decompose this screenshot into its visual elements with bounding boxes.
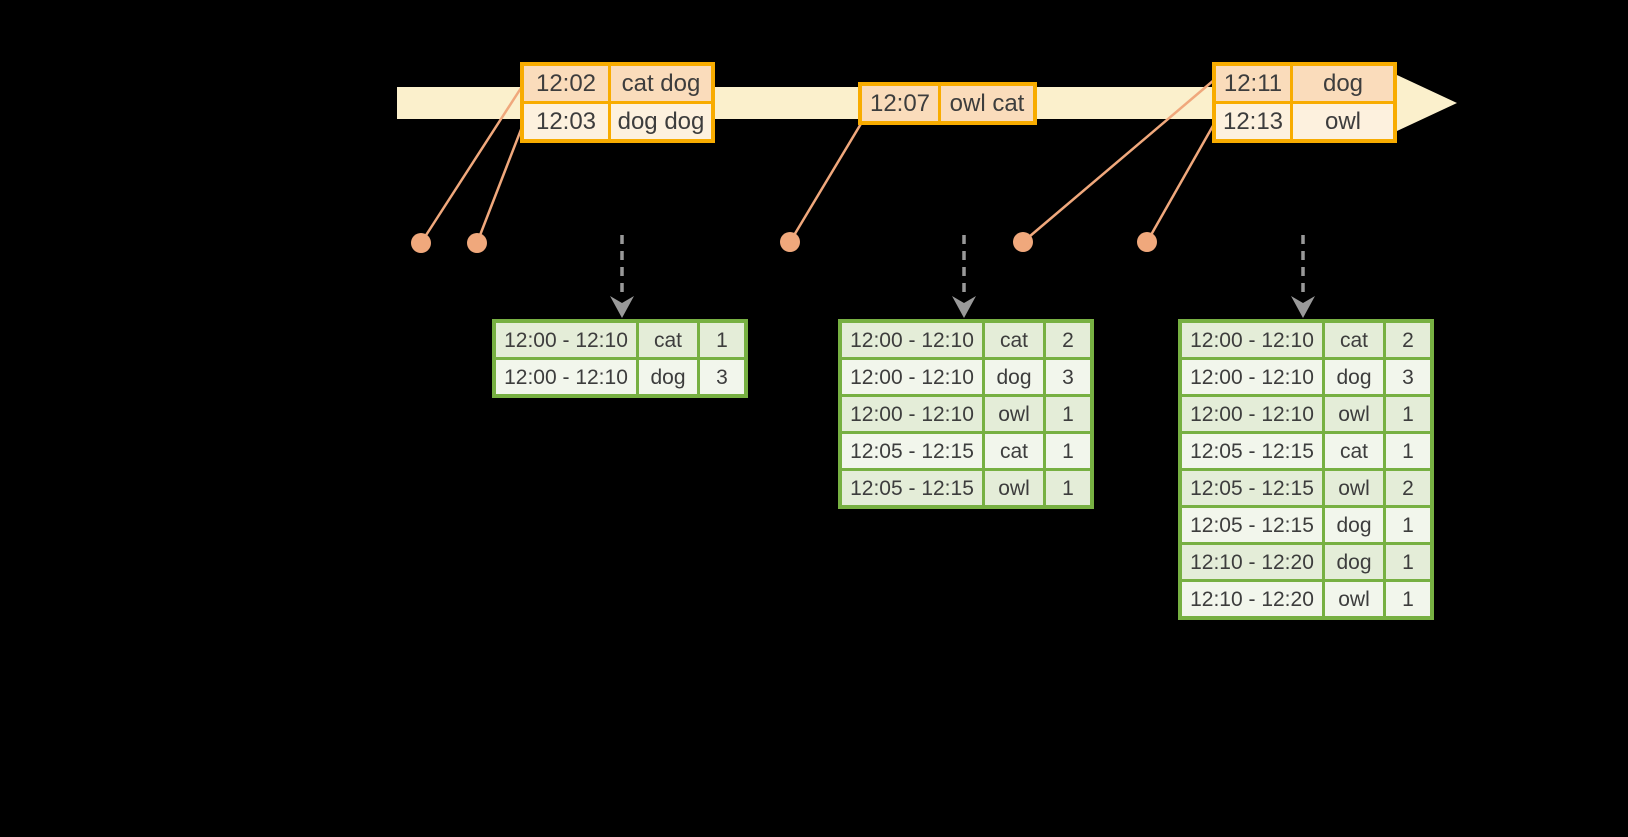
event-connector-line [1145,123,1216,243]
timeline-arrowhead-icon [1397,75,1457,131]
count-cell: 1 [1046,471,1090,505]
result-row: 12:00 - 12:10 owl 1 [1182,397,1430,431]
event-time-cell: 12:11 [1216,66,1290,101]
word-cell: dog [985,360,1043,394]
result-row: 12:05 - 12:15 cat 1 [842,434,1090,468]
event-table-1: 12:02 cat dog 12:03 dog dog [520,62,715,143]
word-cell: owl [1325,582,1383,616]
event-dot [1013,232,1033,252]
down-dashed-arrow-icon [1291,235,1315,318]
count-cell: 1 [700,323,744,357]
word-cell: cat [985,434,1043,468]
window-cell: 12:00 - 12:10 [842,360,982,394]
event-connector-line [419,87,523,244]
result-row: 12:05 - 12:15 owl 2 [1182,471,1430,505]
word-cell: owl [985,397,1043,431]
result-row: 12:05 - 12:15 cat 1 [1182,434,1430,468]
count-cell: 1 [1386,397,1430,431]
count-cell: 1 [1386,508,1430,542]
result-row: 12:00 - 12:10 dog 3 [496,360,744,394]
window-cell: 12:05 - 12:15 [842,471,982,505]
window-cell: 12:10 - 12:20 [1182,545,1322,579]
event-dot [780,232,800,252]
result-row: 12:00 - 12:10 cat 2 [842,323,1090,357]
count-cell: 2 [1386,471,1430,505]
event-words-cell: dog [1293,66,1393,101]
window-cell: 12:00 - 12:10 [496,360,636,394]
event-table-2: 12:07 owl cat [858,82,1037,125]
word-cell: owl [1325,397,1383,431]
result-row: 12:00 - 12:10 cat 2 [1182,323,1430,357]
word-cell: dog [1325,508,1383,542]
window-cell: 12:05 - 12:15 [1182,434,1322,468]
window-cell: 12:00 - 12:10 [842,397,982,431]
result-row: 12:00 - 12:10 owl 1 [842,397,1090,431]
word-cell: cat [1325,434,1383,468]
event-row: 12:13 owl [1216,104,1393,139]
event-time-cell: 12:07 [862,86,938,121]
count-cell: 1 [1386,434,1430,468]
result-table-3: 12:00 - 12:10 cat 2 12:00 - 12:10 dog 3 … [1178,319,1434,620]
count-cell: 1 [1046,397,1090,431]
window-cell: 12:05 - 12:15 [1182,471,1322,505]
result-row: 12:00 - 12:10 cat 1 [496,323,744,357]
event-dot [411,233,431,253]
count-cell: 1 [1386,545,1430,579]
event-words-cell: dog dog [611,104,711,139]
event-time-cell: 12:03 [524,104,608,139]
word-cell: owl [1325,471,1383,505]
result-row: 12:05 - 12:15 dog 1 [1182,508,1430,542]
word-cell: dog [1325,360,1383,394]
event-row: 12:07 owl cat [862,86,1033,121]
down-dashed-arrow-icon [952,235,976,318]
result-row: 12:00 - 12:10 dog 3 [1182,360,1430,394]
word-cell: dog [639,360,697,394]
window-cell: 12:00 - 12:10 [1182,397,1322,431]
event-connector-line [1022,79,1215,243]
down-dashed-arrow-icon [610,235,634,318]
event-connector-line [788,121,864,243]
result-row: 12:10 - 12:20 owl 1 [1182,582,1430,616]
window-cell: 12:05 - 12:15 [842,434,982,468]
event-table-3: 12:11 dog 12:13 owl [1212,62,1397,143]
result-row: 12:00 - 12:10 dog 3 [842,360,1090,394]
count-cell: 1 [1386,582,1430,616]
event-words-cell: cat dog [611,66,711,101]
event-time-cell: 12:13 [1216,104,1290,139]
window-cell: 12:10 - 12:20 [1182,582,1322,616]
count-cell: 2 [1046,323,1090,357]
word-cell: owl [985,471,1043,505]
event-row: 12:11 dog [1216,66,1393,101]
window-cell: 12:00 - 12:10 [1182,323,1322,357]
event-row: 12:02 cat dog [524,66,711,101]
event-dot [467,233,487,253]
event-time-cell: 12:02 [524,66,608,101]
window-cell: 12:00 - 12:10 [1182,360,1322,394]
word-cell: cat [639,323,697,357]
event-words-cell: owl [1293,104,1393,139]
word-cell: cat [985,323,1043,357]
event-connector-line [475,126,524,244]
count-cell: 3 [1386,360,1430,394]
result-table-1: 12:00 - 12:10 cat 1 12:00 - 12:10 dog 3 [492,319,748,398]
window-cell: 12:05 - 12:15 [1182,508,1322,542]
count-cell: 3 [1046,360,1090,394]
window-cell: 12:00 - 12:10 [842,323,982,357]
window-cell: 12:00 - 12:10 [496,323,636,357]
count-cell: 1 [1046,434,1090,468]
event-dot [1137,232,1157,252]
result-table-2: 12:00 - 12:10 cat 2 12:00 - 12:10 dog 3 … [838,319,1094,509]
word-cell: cat [1325,323,1383,357]
word-cell: dog [1325,545,1383,579]
count-cell: 2 [1386,323,1430,357]
event-row: 12:03 dog dog [524,104,711,139]
result-row: 12:10 - 12:20 dog 1 [1182,545,1430,579]
count-cell: 3 [700,360,744,394]
result-row: 12:05 - 12:15 owl 1 [842,471,1090,505]
event-words-cell: owl cat [941,86,1033,121]
